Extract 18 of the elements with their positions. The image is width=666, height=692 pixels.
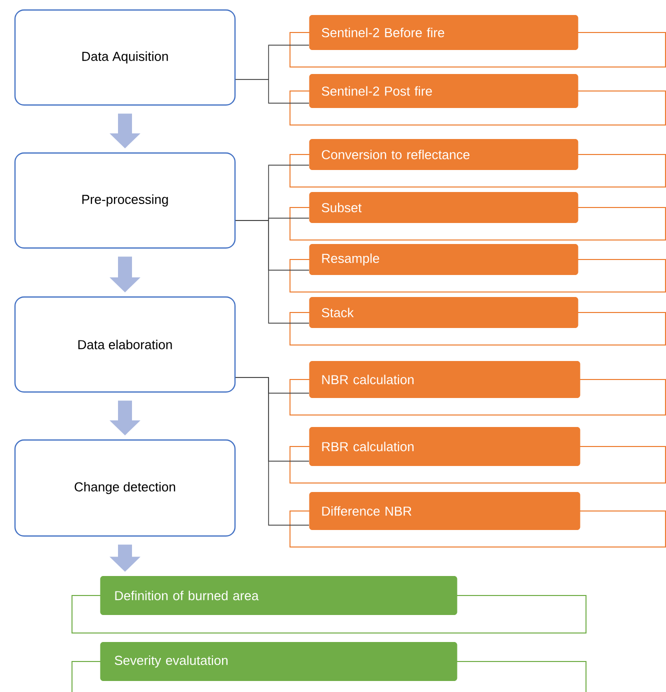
stage-box: Pre-processing xyxy=(14,152,236,249)
stage-box: Change detection xyxy=(14,439,236,537)
task-box: Difference NBR xyxy=(309,492,580,530)
task-box: RBR calculation xyxy=(309,427,580,466)
result-box: Definition of burned area xyxy=(100,576,458,615)
bracket-line xyxy=(235,79,310,104)
task-box: Sentinel-2 Before fire xyxy=(309,15,578,50)
task-box: Resample xyxy=(309,244,578,275)
task-box: NBR calculation xyxy=(309,361,580,398)
stage-box: Data Aquisition xyxy=(14,9,236,106)
stage-box: Data elaboration xyxy=(14,296,236,393)
task-box: Stack xyxy=(309,297,578,328)
task-box: Subset xyxy=(309,192,578,223)
bracket-line xyxy=(235,220,310,324)
task-box: Conversion to reflectance xyxy=(309,139,578,170)
task-box: Sentinel-2 Post fire xyxy=(309,74,578,108)
result-box: Severity evalutation xyxy=(100,642,458,681)
bracket-line xyxy=(235,377,310,526)
